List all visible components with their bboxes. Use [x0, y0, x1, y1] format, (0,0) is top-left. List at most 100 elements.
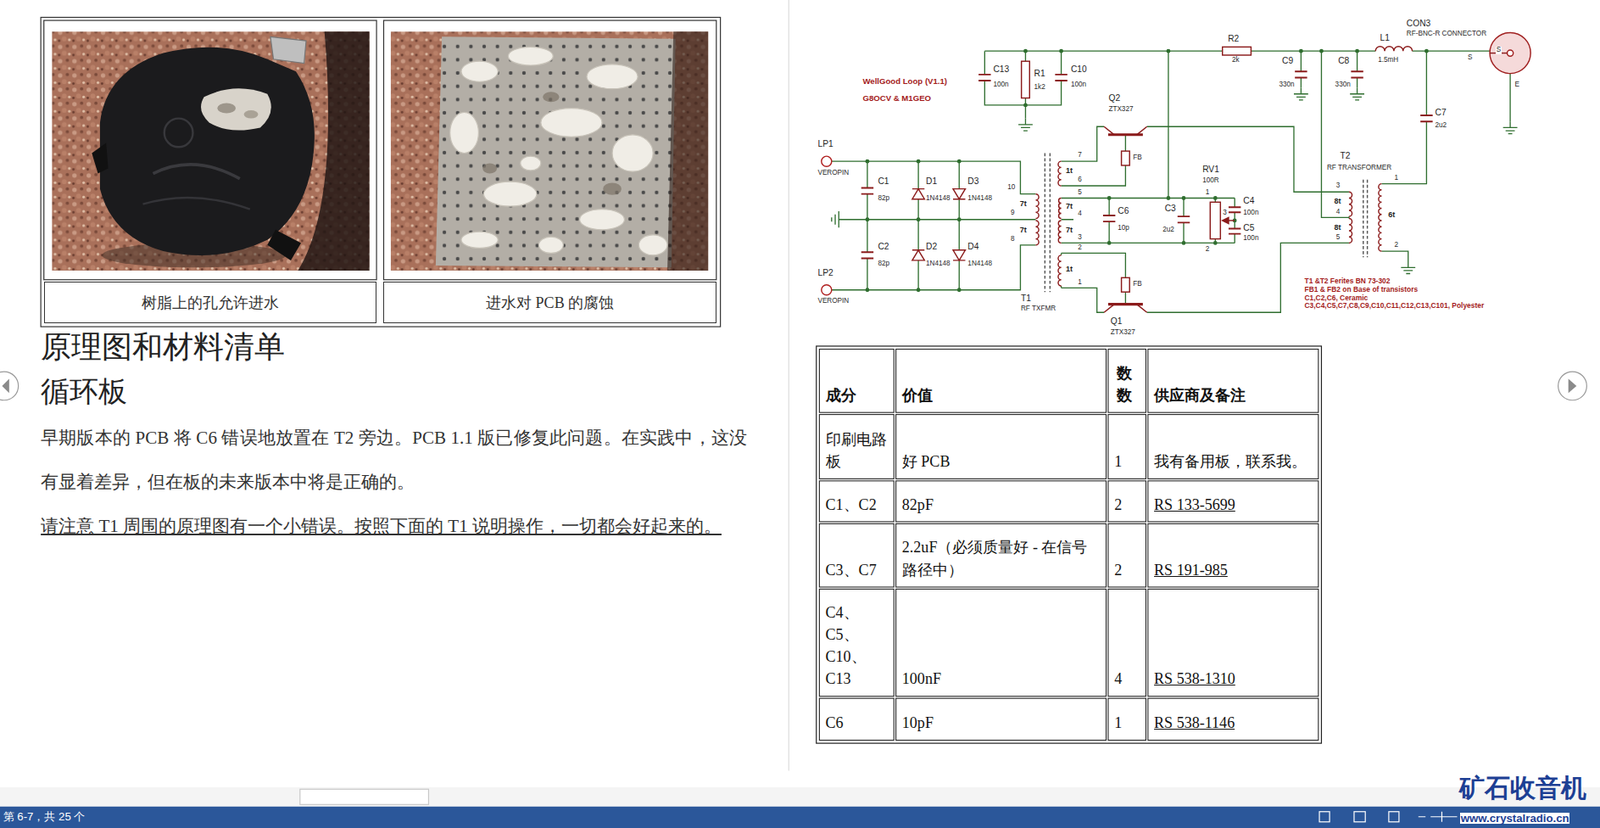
schematic-wire	[1300, 50, 1302, 88]
schematic-wire	[1349, 87, 1365, 100]
component-symbol	[1222, 46, 1252, 56]
photo-pcb-corrosion	[461, 61, 498, 82]
junction-dot	[957, 159, 962, 164]
table-cell-border	[896, 480, 1107, 522]
component-symbol	[953, 250, 965, 261]
pin-number: 10	[1007, 183, 1016, 191]
junction-dot	[1181, 195, 1187, 201]
schematic-note: C3,C4,C5,C7,C8,C9,C10,C11,C12,C13,C101, …	[1304, 301, 1485, 309]
part-value: 1.5mH	[1377, 56, 1400, 64]
winding-turns: 7t	[1019, 200, 1027, 208]
part-name: C6	[1117, 206, 1130, 216]
component-symbol	[1108, 134, 1143, 305]
junction-dot	[1107, 240, 1112, 246]
table-cell: 4	[1109, 590, 1145, 696]
schematic-wire	[1061, 197, 1236, 243]
photo-pcb-corrosion	[450, 46, 668, 256]
junction-dot	[1424, 49, 1429, 54]
schematic-wire	[918, 161, 959, 290]
table-cell-border	[1148, 523, 1319, 587]
component-symbol	[1506, 50, 1513, 56]
pin-number: 2	[1077, 244, 1083, 251]
part-value: 82p	[877, 195, 891, 202]
junction-dot	[1181, 240, 1187, 246]
photo-resin-hole	[164, 118, 194, 148]
schematic-wire	[1061, 252, 1127, 304]
junction-dot	[865, 159, 870, 164]
schematic-wire	[1503, 121, 1518, 134]
photo-table-border	[44, 20, 377, 280]
photo-pcb-corrosion	[507, 46, 553, 66]
pin-number: 1	[1077, 278, 1083, 286]
part-value: RF-BNC-R CONNECTOR	[1405, 30, 1487, 38]
component-symbol	[1044, 153, 1050, 293]
part-name: C7	[1434, 108, 1447, 118]
table-cell: 100nF	[897, 590, 1106, 696]
schematic-wire	[984, 50, 1061, 106]
scroll-bar	[0, 786, 1600, 807]
table-cell: C1、C2	[820, 481, 893, 521]
part-name: R2	[1227, 34, 1240, 44]
part-name: LP2	[817, 268, 834, 278]
pin-number: 5	[1335, 234, 1341, 241]
part-name: L1	[1379, 33, 1390, 43]
component-symbol	[1209, 201, 1221, 239]
component-symbol	[1489, 33, 1531, 74]
schematic-wire	[1060, 252, 1062, 288]
schematic-wire	[831, 161, 1037, 195]
part-name: D1	[925, 177, 938, 186]
schematic-wire	[866, 161, 868, 290]
table-cell: 印刷电路板	[820, 415, 893, 478]
component-symbol	[912, 250, 925, 261]
table-cell: 10pF	[897, 698, 1106, 739]
part-value: 1N4148	[967, 260, 993, 268]
pin-number: 1	[1204, 189, 1210, 196]
junction-dot	[865, 287, 870, 292]
part-value: 330n	[1278, 81, 1295, 89]
schematic-wire	[1182, 197, 1184, 243]
component-symbol	[912, 189, 925, 200]
part-name: C1	[877, 177, 890, 186]
junction-dot	[1023, 103, 1028, 108]
winding-turns: 6t	[1388, 211, 1396, 219]
part-value: VEROPIN	[817, 297, 850, 305]
table-border	[816, 345, 1322, 743]
table-cell-border	[896, 523, 1107, 587]
pin-number: 3	[1222, 209, 1228, 217]
schematic-wire	[1061, 134, 1127, 186]
table-cell-border	[896, 349, 1107, 413]
table-cell-border	[1148, 480, 1319, 522]
table-cell: C6	[820, 698, 893, 739]
table-cell: C3、C7	[820, 524, 893, 586]
schematic-wire	[1215, 197, 1216, 243]
table-link-cell: RS 538-1146	[1148, 698, 1318, 739]
photo-pcb-corrosion	[390, 31, 709, 271]
view-icons	[1418, 811, 1458, 822]
view-icons	[1319, 811, 1330, 822]
part-value: 2u2	[1162, 226, 1176, 234]
winding-turns: 1t	[1064, 167, 1073, 175]
photo-pcb-corrosion	[602, 182, 622, 195]
table-cell-border	[1108, 523, 1147, 587]
component-symbol	[1058, 220, 1061, 243]
component-symbol	[978, 74, 1068, 81]
schematic-wire	[1108, 197, 1110, 243]
photo-caption: 进水对 PCB 的腐蚀	[485, 292, 614, 313]
component-symbol	[1349, 218, 1353, 244]
table-cell-border	[1148, 349, 1319, 413]
watermark: 矿石收音机	[1459, 773, 1587, 802]
schematic-wire	[1509, 73, 1511, 123]
table-cell-border	[1148, 588, 1319, 696]
component-symbol	[1294, 71, 1364, 78]
part-name: C13	[992, 65, 1010, 74]
part-value: 1N4148	[925, 260, 952, 268]
table-cell-border	[819, 523, 894, 587]
photo-table-border	[40, 16, 720, 327]
component-symbol	[1035, 220, 1039, 246]
photo-pcb-corrosion	[390, 31, 709, 271]
nav-next-button	[1568, 378, 1578, 393]
part-name: C5	[1243, 223, 1255, 233]
junction-dot	[1107, 195, 1112, 201]
